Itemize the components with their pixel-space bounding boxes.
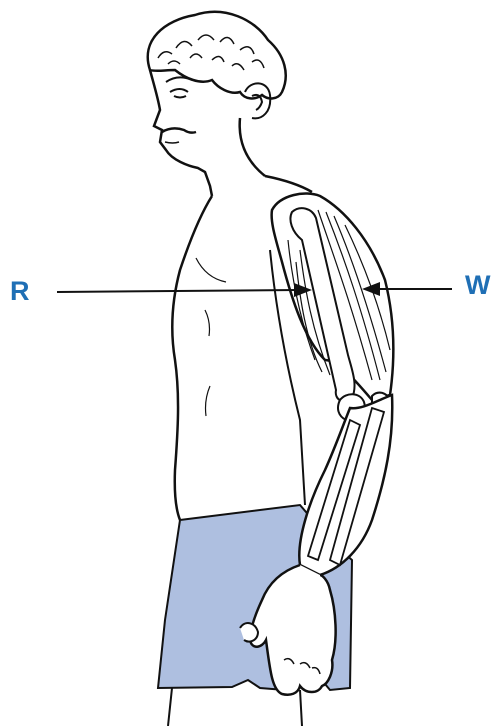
label-r: R xyxy=(10,278,30,305)
eye xyxy=(170,89,188,98)
torso xyxy=(172,196,212,520)
mustache xyxy=(162,128,196,132)
r-callout-line xyxy=(57,290,298,292)
eyebrow xyxy=(166,77,192,82)
label-w: W xyxy=(465,272,490,299)
